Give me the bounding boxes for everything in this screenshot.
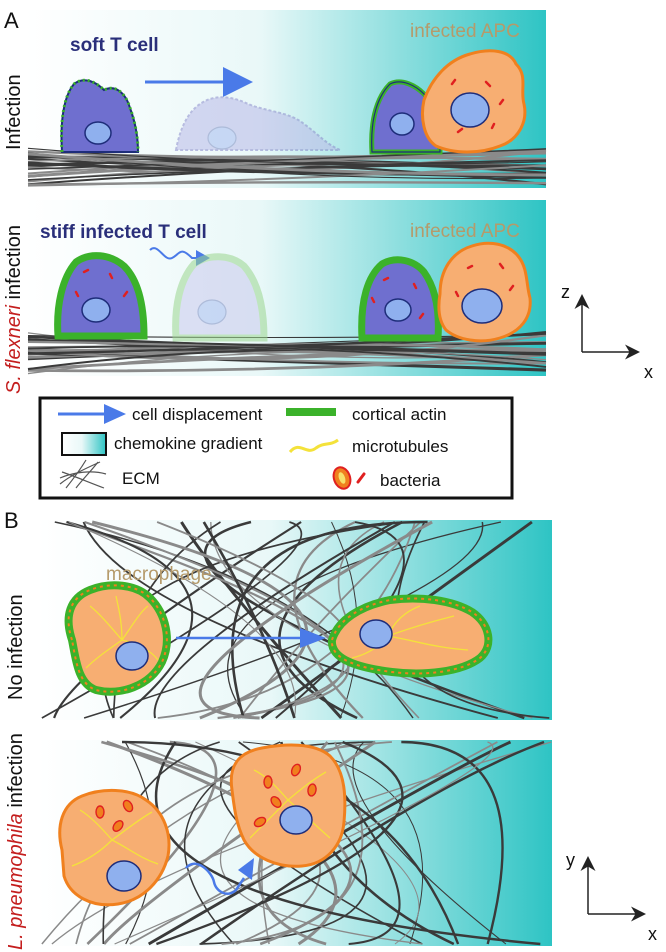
legend-label-bacteria: bacteria [380, 471, 441, 490]
ecm-fiber [198, 520, 433, 720]
ecm-fiber [101, 740, 353, 946]
wavy-displacement-arrow-b2 [185, 862, 246, 895]
legend-label-ecm: ECM [122, 469, 160, 488]
ecm-fiber [27, 348, 547, 371]
legend-label-cortical-actin: cortical actin [352, 405, 446, 424]
ecm-fiber [27, 345, 547, 368]
infected-macrophage-left [58, 788, 171, 907]
ecm-fiber [278, 520, 403, 720]
ecm-fiber [231, 520, 428, 719]
soft-t-cell [60, 78, 140, 153]
macrophage-right [328, 594, 493, 678]
legend-label-cell-displacement: cell displacement [132, 405, 263, 424]
ecm-fiber [66, 520, 194, 719]
soft-t-cell-label: soft T cell [70, 35, 159, 56]
ecm-fiber [154, 741, 541, 946]
ecm-fiber [114, 741, 494, 945]
species-name-b: L. pneumophila [5, 813, 27, 950]
side-label-suffix: infection [3, 225, 25, 305]
ecm-fiber [293, 520, 364, 719]
ecm-fiber [260, 520, 533, 720]
wavy-displacement-arrow-a2 [149, 247, 200, 260]
ghost-t-cell-a1 [174, 96, 341, 151]
ecm-fiber [68, 521, 297, 719]
ecm-fiber [27, 147, 547, 165]
ecm-fibers-a1 [27, 147, 547, 187]
ghost-stiff-t-cell [172, 253, 268, 342]
legend-label-microtubules: microtubules [352, 437, 448, 456]
ecm-fiber [91, 520, 309, 720]
ecm-fiber [239, 521, 422, 719]
stiff-infected-t-cell [54, 252, 148, 340]
panel-a-row2-side-label: S. flexneri infection [3, 225, 25, 394]
macrophage-label: macrophage [106, 564, 212, 585]
ecm-fibers-b1 [41, 520, 550, 720]
ecm-fiber [27, 351, 547, 375]
infected-apc-label-a1: infected APC [410, 21, 520, 42]
t-cell-apc-contact-a2 [358, 241, 532, 343]
legend: cell displacement chemokine gradient ECM… [38, 396, 514, 500]
ecm-fiber [221, 741, 364, 945]
species-name: S. flexneri [3, 305, 25, 394]
wavy-arrow-head-b2 [238, 858, 254, 880]
green-bar-icon [286, 408, 336, 416]
ecm-fiber [129, 741, 498, 945]
ecm-fiber [337, 521, 420, 719]
arrow-head-b1 [300, 628, 326, 648]
ecm-fibers-b2 [41, 740, 552, 946]
panel-b-row2-side-label: L. pneumophila infection [5, 733, 27, 950]
legend-label-chemokine-gradient: chemokine gradient [114, 434, 263, 453]
ecm-fiber [153, 521, 396, 719]
axis-label-x-a: x [644, 362, 653, 382]
axis-label-y: y [566, 850, 575, 870]
axes-a [574, 294, 640, 360]
panel-b-row1-side-label: No infection [5, 594, 27, 700]
ecm-fiber [401, 740, 504, 945]
axes-b [580, 856, 646, 922]
blue-arrow-icon [58, 404, 126, 424]
side-label-suffix-b: infection [5, 733, 27, 813]
ecm-fiber [27, 343, 547, 356]
axis-label-x-b: x [648, 924, 657, 944]
gradient-box-icon [61, 432, 107, 456]
infected-macrophage-right [229, 743, 347, 868]
bacteria-icon [332, 466, 366, 490]
ecm-fiber [54, 521, 414, 719]
ecm-fiber [27, 151, 547, 178]
ecm-fiber [155, 740, 404, 946]
stiff-t-cell-label: stiff infected T cell [40, 222, 207, 243]
panel-b-letter: B [4, 508, 19, 533]
ecm-fiber [27, 152, 547, 177]
ecm-fiber [147, 740, 512, 946]
macrophage-left [64, 581, 171, 696]
panel-a-letter: A [4, 8, 19, 33]
ecm-fibers-icon [59, 459, 107, 489]
infected-apc-label-a2: infected APC [410, 221, 520, 242]
ecm-fiber [210, 521, 533, 719]
ecm-fiber [27, 334, 547, 361]
ecm-fiber [275, 521, 405, 719]
t-cell-apc-contact-a1 [369, 49, 527, 155]
yellow-wave-icon [288, 438, 339, 454]
axis-label-z: z [561, 282, 570, 302]
ecm-fiber [27, 164, 547, 187]
panel-a-row1-side-label: Infection [3, 74, 25, 150]
